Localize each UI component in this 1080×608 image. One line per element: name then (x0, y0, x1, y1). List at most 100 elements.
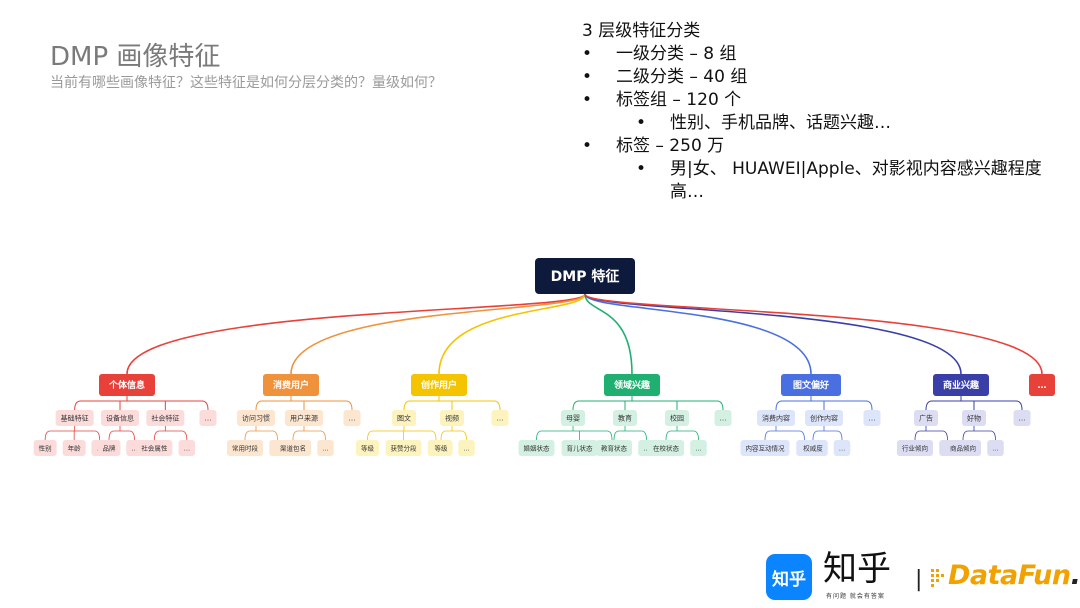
subcategory-node (285, 410, 323, 426)
branch-connector (584, 293, 812, 375)
tag-node (945, 440, 981, 456)
logo-separator: | (915, 567, 923, 592)
outline-item-text: 一级分类 – 8 组 (616, 44, 737, 64)
leaf-bracket-line (367, 430, 437, 441)
tag-node-label: … (643, 444, 650, 452)
subcategory-node (665, 410, 689, 426)
zhihu-logo-icon: 知乎 (766, 554, 812, 600)
subcategory-node-label: 教育 (618, 414, 632, 423)
subcategory-node (757, 410, 795, 426)
branch-connector (438, 293, 586, 375)
subcategory-node-label: … (1019, 415, 1026, 423)
category-node (411, 374, 467, 396)
subcategory-node-label: 创作内容 (810, 414, 838, 423)
bullet-icon: • (582, 90, 593, 110)
outline-item-text: 标签 – 250 万 (616, 136, 725, 156)
outline-list: • 一级分类 – 8 组 • 二级分类 – 40 组 • 标签组 – 120 个•性别、手… (582, 43, 1072, 204)
slide-subtitle: 当前有哪些画像特征？这些特征是如何分层分类的？量级如何？ (50, 75, 442, 91)
category-node-label: 商业兴趣 (943, 379, 980, 391)
tag-node (596, 440, 632, 456)
tag-node-label: 在校状态 (653, 443, 680, 452)
datafun-logo-text: DataFun. (948, 560, 1080, 591)
subcategory-node (237, 410, 275, 426)
branch-connector (290, 293, 586, 375)
leaf-bracket-line (153, 430, 188, 441)
branch-connector (584, 293, 1043, 375)
tag-node-label: 育儿状态 (567, 443, 594, 452)
mindmap-root-node: DMP 特征 (535, 258, 635, 294)
tag-node (385, 440, 422, 456)
tag-node (458, 440, 475, 456)
tag-node-label: 权威度 (803, 443, 823, 452)
tag-node-label: 品牌 (103, 443, 117, 452)
tag-node (518, 440, 555, 456)
bracket-line (74, 400, 209, 411)
category-node-label: 创作用户 (420, 379, 457, 391)
subcategory-node-label: 母婴 (566, 415, 580, 423)
subcategory-node-label: … (720, 415, 727, 423)
zhihu-slogan: 有问题 就会有答案 (826, 593, 885, 600)
tag-node (648, 440, 684, 456)
outline-item-text: 二级分类 – 40 组 (616, 67, 748, 87)
tag-node (178, 440, 196, 456)
subcategory-node-label: … (497, 415, 504, 423)
leaf-bracket-line (108, 430, 135, 441)
tag-node (136, 440, 173, 456)
tag-node-label: 常用时段 (232, 443, 259, 452)
subcategory-node-label: 社会特征 (151, 414, 179, 423)
tag-node (356, 440, 379, 456)
subcategory-node-label: 视频 (445, 414, 459, 423)
leaf-bracket-line (665, 430, 699, 441)
subcategory-node (914, 410, 938, 426)
leaf-bracket-line (536, 430, 613, 441)
leaf-bracket-line (962, 430, 996, 441)
leaf-bracket-line (292, 430, 326, 441)
subcategory-node-label: … (349, 415, 356, 423)
category-node (604, 374, 660, 396)
branch-connector (584, 293, 633, 375)
tag-node (97, 440, 121, 456)
subcategory-node-label: 设备信息 (106, 414, 134, 423)
tag-node-label: 教育状态 (601, 443, 628, 452)
tag-node (62, 440, 86, 456)
leaf-bracket-line (244, 430, 278, 441)
subcategory-node (805, 410, 843, 426)
datafun-dot: . (1070, 560, 1080, 591)
tag-node (690, 440, 707, 456)
tag-node-label: 行业倾向 (902, 443, 928, 452)
leaf-bracket-line (812, 430, 843, 441)
subcategory-node-label: … (869, 415, 876, 423)
tag-node-label: … (839, 444, 846, 452)
subcategory-node-label: … (205, 415, 212, 423)
outline-item-text: 标签组 – 120 个 (616, 90, 742, 110)
tag-node (227, 440, 263, 456)
leaf-bracket-line (440, 430, 467, 441)
category-node (99, 374, 155, 396)
bullet-icon: • (582, 136, 593, 156)
outline-heading: 3 层级特征分类 (582, 21, 701, 41)
outline-item-level1: • 标签 – 250 万 (582, 135, 1072, 158)
tag-node-label: 商品倾向 (950, 443, 976, 452)
tag-node (317, 440, 334, 456)
outline-item-text: 性别、手机品牌、话题兴趣… (670, 113, 891, 133)
subcategory-node-label: 消费内容 (762, 414, 790, 423)
category-node-label: 领域兴趣 (614, 379, 651, 391)
subcategory-node-label: 校园 (670, 414, 684, 423)
tag-node-label: 年龄 (68, 443, 82, 452)
bracket-line (572, 400, 724, 411)
feature-hierarchy-outline: 3 层级特征分类 • 一级分类 – 8 组 • 二级分类 – 40 组 • 标签组 – 1… (582, 20, 1072, 204)
subcategory-node-label: 基础特征 (61, 414, 89, 423)
subcategory-node (392, 410, 416, 426)
tag-node (275, 440, 311, 456)
outline-item-level2: •性别、手机品牌、话题兴趣… (582, 112, 1072, 135)
bullet-icon: • (582, 67, 593, 87)
category-node (933, 374, 989, 396)
tag-node (833, 440, 851, 456)
category-node-label: 个体信息 (108, 379, 145, 391)
category-node (1029, 374, 1055, 396)
tag-node-label: … (184, 444, 191, 452)
tag-node (740, 440, 790, 456)
category-node (781, 374, 841, 396)
tag-node (561, 440, 598, 456)
